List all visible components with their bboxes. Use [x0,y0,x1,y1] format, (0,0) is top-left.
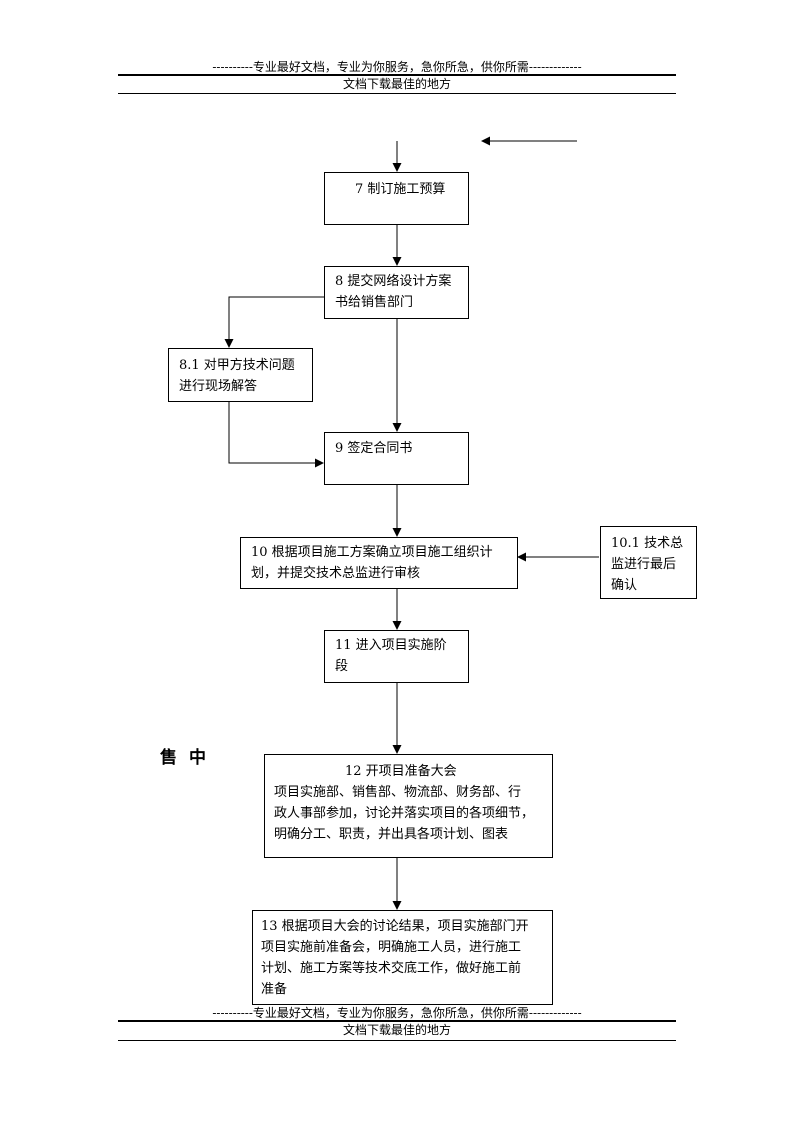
footer-subtitle: 文档下载最佳的地方 [342,1023,451,1037]
node-12-line-3: 政人事部参加，讨论并落实项目的各项细节， [274,806,535,821]
node-10-1-line-2: 监进行最后 [611,557,677,572]
arrow-8-1-to-9 [228,401,324,468]
node-13-line-4: 准备 [261,982,288,997]
node-13-pre-implementation: 13 根据项目大会的讨论结果，项目实施部门开 项目实施前准备会，明确施工人员，进… [252,910,553,1005]
node-10-line-2: 划，并提交技术总监进行审核 [251,566,421,581]
header-slogan: ----------专业最好文档，专业为你服务，急你所急，供你所需-------… [212,60,582,74]
header-rule-bottom [118,93,676,94]
node-8-line-2: 书给销售部门 [335,295,414,310]
header-rule-top [118,74,676,76]
node-12-line-4: 明确分工、职责，并出具各项计划、图表 [274,827,509,842]
node-10-1-final-confirm: 10.1 技术总 监进行最后 确认 [600,526,697,599]
node-8-line-1: 8 提交网络设计方案 [335,274,452,289]
arrow-8-to-8-1 [224,296,324,348]
node-13-line-3: 计划、施工方案等技术交底工作，做好施工前 [261,961,522,976]
node-13-line-2: 项目实施前准备会，明确施工人员，进行施工 [261,940,522,955]
node-11-line-1: 11 进入项目实施阶 [335,638,447,653]
node-10-organize-plan: 10 根据项目施工方案确立项目施工组织计 划，并提交技术总监进行审核 [240,537,518,589]
footer-slogan: ----------专业最好文档，专业为你服务，急你所急，供你所需-------… [212,1006,582,1020]
node-13-line-1: 13 根据项目大会的讨论结果，项目实施部门开 [261,919,529,934]
node-9-sign-contract: 9 签定合同书 [324,432,469,485]
node-11-implementation: 11 进入项目实施阶 段 [324,630,469,683]
header-subtitle: 文档下载最佳的地方 [342,77,451,91]
node-10-1-line-3: 确认 [611,578,638,593]
node-11-line-2: 段 [335,659,349,674]
node-8-submit-design: 8 提交网络设计方案 书给销售部门 [324,266,469,319]
node-7-line-1: 7 制订施工预算 [355,182,446,197]
footer-rule-bottom [118,1040,676,1041]
node-8-1-onsite-answer: 8.1 对甲方技术问题 进行现场解答 [168,348,313,402]
footer-rule-top [118,1020,676,1022]
node-12-prep-meeting: 12 开项目准备大会 项目实施部、销售部、物流部、财务部、行 政人事部参加，讨论… [264,754,553,858]
side-label-in-sale: 售中 [160,748,218,768]
node-12-line-1: 12 开项目准备大会 [345,764,457,779]
node-10-1-line-1: 10.1 技术总 [611,536,684,551]
node-9-line-1: 9 签定合同书 [335,441,413,456]
node-8-1-line-2: 进行现场解答 [179,379,258,394]
node-8-1-line-1: 8.1 对甲方技术问题 [179,358,295,373]
node-12-line-2: 项目实施部、销售部、物流部、财务部、行 [274,785,522,800]
node-10-line-1: 10 根据项目施工方案确立项目施工组织计 [251,545,493,560]
node-7-budget: 7 制订施工预算 [324,172,469,225]
